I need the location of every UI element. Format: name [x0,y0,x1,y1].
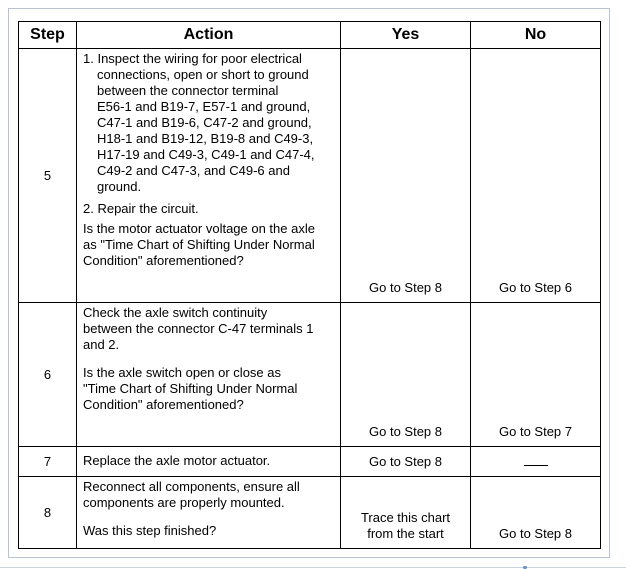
action-line: E56-1 and B19-7, E57-1 and ground, [97,99,311,114]
action-line: and 2. [83,337,120,352]
action-line: Condition" aforementioned? [83,397,244,412]
action-cell: Check the axle switch continuity between… [76,302,341,447]
header-no: No [470,21,601,49]
action-line: 1. Inspect the wiring for poor electrica… [83,51,302,66]
diagnostic-table: Step Action Yes No 5 1. Inspect the wiri… [18,21,601,549]
table-row-step-8: 8 Reconnect all components, ensure all c… [18,476,601,549]
yes-cell: Go to Step 8 [340,302,471,447]
step-number: 8 [18,476,77,549]
yes-line: Trace this chart [360,510,451,525]
table-row-step-5: 5 1. Inspect the wiring for poor electri… [18,48,601,303]
action-line: Check the axle switch continuity [83,305,268,320]
action-line: C49-2 and C47-3, and C49-6 and [97,163,290,178]
table-row-step-6: 6 Check the axle switch continuity betwe… [18,302,601,447]
action-line: Is the motor actuator voltage on the axl… [83,221,315,236]
scroll-marker-icon [523,566,527,569]
action-line: as "Time Chart of Shifting Under Normal [83,237,315,252]
step-number: 6 [18,302,77,447]
action-cell: 1. Inspect the wiring for poor electrica… [76,48,341,303]
action-line: C47-1 and B19-6, C47-2 and ground, [97,115,312,130]
header-action: Action [76,21,341,49]
action-line: connections, open or short to ground [97,67,309,82]
table-row-step-7: 7 Replace the axle motor actuator. Go to… [18,446,601,477]
page-frame [8,8,610,558]
yes-cell: Go to Step 8 [340,446,471,477]
header-yes: Yes [340,21,471,49]
action-line: components are properly mounted. [83,495,285,510]
bottom-divider [0,567,626,568]
action-line: Was this step finished? [83,523,217,538]
header-step: Step [18,21,77,49]
action-line: 2. Repair the circuit. [83,201,199,216]
yes-cell: Go to Step 8 [340,48,471,303]
action-line: Reconnect all components, ensure all [83,479,300,494]
action-line: ground. [97,179,142,194]
action-line: between the connector terminal [97,83,279,98]
action-line: "Time Chart of Shifting Under Normal [83,381,298,396]
not-applicable-dash [523,456,548,466]
action-cell: Reconnect all components, ensure all com… [76,476,341,549]
action-line: Is the axle switch open or close as [83,365,281,380]
step-number: 7 [18,446,77,477]
action-line: H17-19 and C49-3, C49-1 and C47-4, [97,147,315,162]
yes-line: from the start [367,526,444,541]
no-cell: Go to Step 7 [470,302,601,447]
step-number: 5 [18,48,77,303]
action-cell: Replace the axle motor actuator. [76,446,341,477]
action-line: between the connector C-47 terminals 1 [83,321,314,336]
action-line: H18-1 and B19-12, B19-8 and C49-3, [97,131,314,146]
yes-cell: Trace this chart from the start [340,476,471,549]
action-line: Condition" aforementioned? [83,253,244,268]
no-cell: Go to Step 6 [470,48,601,303]
action-line: Replace the axle motor actuator. [83,452,271,468]
no-cell: Go to Step 8 [470,476,601,549]
no-cell [470,446,601,477]
header-row: Step Action Yes No [18,21,601,49]
